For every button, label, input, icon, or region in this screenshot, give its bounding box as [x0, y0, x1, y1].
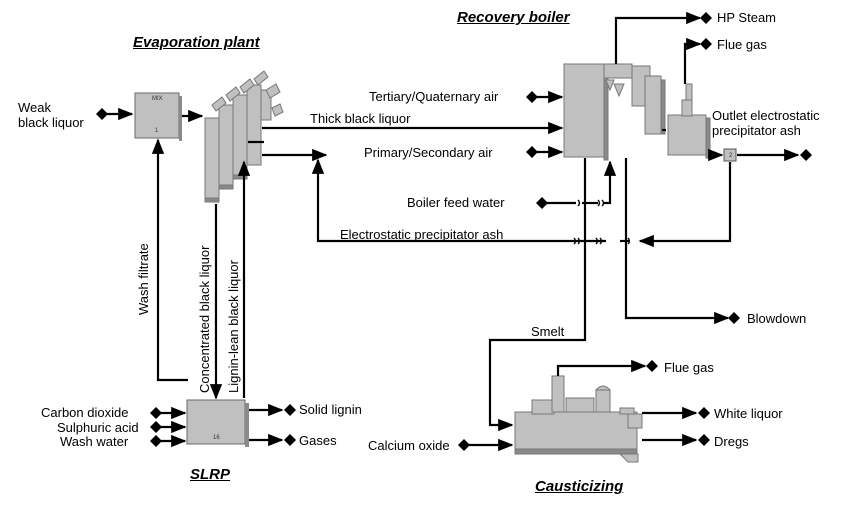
terminal-tertiary-air [526, 91, 538, 103]
mix-tag: MIX [152, 96, 163, 102]
label-hp-steam: HP Steam [717, 10, 777, 25]
stream-lines [104, 11, 800, 452]
terminal-carbon-dioxide [150, 407, 162, 419]
terminal-blowdown [728, 312, 740, 324]
line-break-marks [573, 199, 631, 245]
terminal-outlet-esp-ash [800, 149, 812, 161]
terminal-weak-black-liquor [96, 108, 108, 120]
terminal-gases [284, 434, 296, 446]
recovery-boiler-unit [563, 63, 666, 161]
terminal-calcium-oxide [458, 439, 470, 451]
terminal-primary-air [526, 146, 538, 158]
slrp-number: 16 [213, 435, 220, 441]
slrp-block [186, 399, 249, 447]
label-flue-gas-top: Flue gas [717, 37, 767, 52]
label-calcium-oxide: Calcium oxide [368, 438, 450, 453]
splitter-number: 2 [729, 153, 733, 159]
terminal-flue-gas-top [700, 38, 712, 50]
stream-terminals [96, 12, 812, 451]
label-carbon-dioxide: Carbon dioxide [41, 405, 129, 420]
section-recovery-boiler: Recovery boiler [457, 9, 570, 26]
label-lignin-lean-black-liquor: Lignin-lean black liquor [226, 260, 241, 393]
causticizing-unit [514, 375, 643, 463]
label-dregs: Dregs [714, 434, 749, 449]
section-evaporation-plant: Evaporation plant [133, 34, 260, 51]
label-primary-air: Primary/Secondary air [364, 145, 493, 160]
evaporation-plant-unit [204, 70, 284, 203]
label-flue-gas-caust: Flue gas [664, 360, 714, 375]
label-blowdown: Blowdown [747, 311, 807, 326]
section-causticizing: Causticizing [535, 478, 624, 495]
splitter-block [723, 148, 737, 162]
label-outlet-esp-ash: Outlet electrostatic precipitator ash [712, 108, 820, 138]
terminal-wash-water [150, 435, 162, 447]
label-white-liquor: White liquor [714, 406, 783, 421]
terminal-boiler-feed-water [536, 197, 548, 209]
label-gases: Gases [299, 433, 337, 448]
electrostatic-precipitator-unit [667, 83, 711, 159]
label-boiler-feed-water: Boiler feed water [407, 195, 505, 210]
label-wash-water: Wash water [60, 434, 129, 449]
mix-block [134, 92, 182, 141]
label-weak-black-liquor: Weak black liquor [18, 100, 84, 130]
label-concentrated-black-liquor: Concentrated black liquor [197, 245, 212, 393]
terminal-solid-lignin [284, 404, 296, 416]
label-esp-ash: Electrostatic precipitator ash [340, 227, 504, 242]
terminal-sulphuric-acid [150, 421, 162, 433]
label-smelt: Smelt [531, 324, 565, 339]
terminal-flue-gas-caust [646, 360, 658, 372]
label-sulphuric-acid: Sulphuric acid [57, 420, 139, 435]
label-thick-black-liquor: Thick black liquor [310, 111, 411, 126]
mix-number: 1 [155, 128, 159, 134]
terminal-white-liquor [698, 407, 710, 419]
terminal-hp-steam [700, 12, 712, 24]
section-slrp: SLRP [190, 466, 231, 483]
label-wash-filtrate: Wash filtrate [136, 243, 151, 315]
terminal-dregs [698, 434, 710, 446]
label-solid-lignin: Solid lignin [299, 402, 362, 417]
label-tertiary-air: Tertiary/Quaternary air [369, 89, 499, 104]
